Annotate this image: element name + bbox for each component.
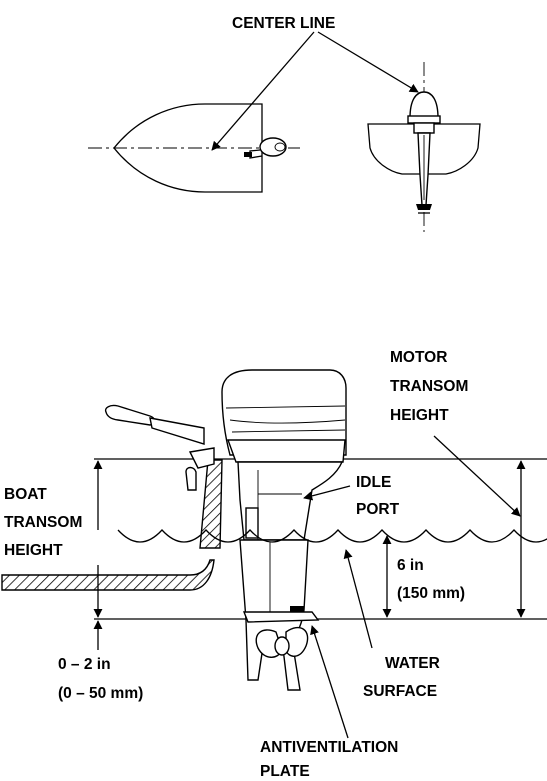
water-surface-label: WATER SURFACE [363,655,440,700]
water-surface-leader [343,549,373,649]
svg-text:SURFACE: SURFACE [363,683,437,700]
idle-port-label: IDLE PORT [356,474,400,518]
antiventilation-plate-label: ANTIVENTILATION PLATE [260,739,398,780]
svg-text:PLATE: PLATE [260,763,310,780]
top-view-motor [244,137,287,159]
antiventilation-plate [242,611,320,623]
outboard-motor [104,369,347,691]
zero-two-inch-label: 0 – 2 in (0 – 50 mm) [58,656,143,702]
idle-port-leader [303,485,351,501]
svg-text:MOTOR: MOTOR [390,349,447,366]
motor-transom-height-label: MOTOR TRANSOM HEIGHT [390,349,468,424]
boat-transom [199,459,223,549]
svg-text:BOAT: BOAT [4,486,47,503]
center-line-arrow-left [211,31,315,151]
six-inch-label: 6 in (150 mm) [397,557,465,602]
svg-text:6 in: 6 in [397,557,424,574]
clamp-screw [185,466,197,491]
engine-cowl [221,369,347,456]
svg-text:HEIGHT: HEIGHT [390,407,449,424]
svg-text:TRANSOM: TRANSOM [390,378,468,395]
rear-view-motor [407,91,441,214]
svg-text:IDLE: IDLE [356,474,391,491]
svg-text:TRANSOM: TRANSOM [4,514,82,531]
svg-text:0 – 2 in: 0 – 2 in [58,656,111,673]
top-view-boat [88,103,300,193]
tiller-handle [104,404,156,426]
center-line-label: CENTER LINE [232,15,335,32]
antiventilation-leader [310,625,349,739]
svg-text:HEIGHT: HEIGHT [4,542,63,559]
side-view [1,369,547,739]
svg-text:(0 – 50 mm): (0 – 50 mm) [58,685,143,702]
motor-transom-leader [433,435,521,517]
boat-transom-height-label: BOAT TRANSOM HEIGHT [4,486,82,559]
rear-view-boat [367,62,481,232]
boat-hull-bottom [1,559,215,591]
water-surface-wave [117,529,547,543]
svg-text:ANTIVENTILATION: ANTIVENTILATION [260,739,398,756]
svg-text:WATER: WATER [385,655,440,672]
svg-text:PORT: PORT [356,501,400,518]
center-line-arrow-right [317,31,419,93]
svg-text:(150 mm): (150 mm) [397,585,465,602]
